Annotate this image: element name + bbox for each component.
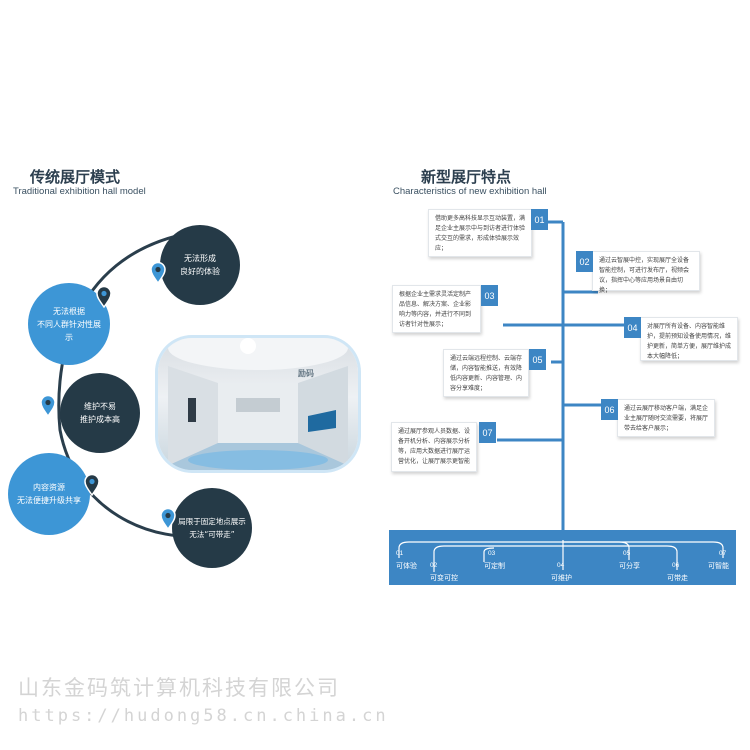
hall-screen-logo: 励码: [298, 369, 314, 378]
feature-card-05: 通过云端远程控制、云端存储，内容智能推送，有效降低内容更新、内容管理、内容分享难…: [443, 349, 529, 397]
timeline-num-03: 03: [488, 550, 496, 557]
pain-point-1: 无法形成 良好的体验: [160, 225, 240, 305]
pain-point-2-text: 无法根据 不同人群针对性展示: [37, 306, 101, 342]
location-pin-icon: [96, 286, 112, 308]
feature-06-text: 通过云展厅移动客户端，满足企业主展厅随时交流需要，将展厅带去给客户展示；: [624, 405, 709, 432]
left-subtitle: Traditional exhibition hall model: [13, 186, 146, 197]
pain-point-5-text: 局限于固定地点展示 无法“可带走”: [178, 517, 246, 539]
timeline-label-04: 可维护: [551, 574, 572, 582]
hall-illustration: [158, 338, 358, 470]
company-watermark: 山东金码筑计算机科技有限公司: [18, 676, 340, 700]
pain-point-4: 内容资源 无法便捷升级共享: [8, 453, 90, 535]
feature-badge-02: 02: [576, 251, 593, 272]
timeline-label-01: 可体验: [396, 562, 417, 570]
timeline-num-06: 06: [672, 562, 680, 569]
timeline-label-03: 可定制: [484, 562, 505, 570]
timeline-num-05: 05: [623, 550, 631, 557]
timeline-label-05: 可分享: [619, 562, 640, 570]
feature-03-text: 根据企业主需求灵活定制产品信息、解决方案、企业影响力等内容，并进行不同到访者针对…: [399, 291, 472, 328]
timeline-num-02: 02: [430, 562, 438, 569]
feature-07-text: 通过展厅参观人员数据、设备开机分析、内容展示分析等，应用大数据进行展厅运营优化，…: [398, 428, 471, 465]
feature-05-text: 通过云端远程控制、云端存储，内容智能推送，有效降低内容更新、内容管理、内容分享难…: [450, 355, 523, 392]
feature-04-text: 对展厅所有设备、内容智能维护，提前预知设备使用情况，维护更新，简单方便，展厅维护…: [647, 323, 732, 360]
feature-card-06: 通过云展厅移动客户端，满足企业主展厅随时交流需要，将展厅带去给客户展示；: [617, 399, 715, 437]
pain-point-3: 维护不易 推护成本高: [60, 373, 140, 453]
pain-point-3-text: 维护不易 推护成本高: [80, 402, 120, 424]
timeline-label-02: 可变可控: [430, 574, 458, 582]
pain-point-1-text: 无法形成 良好的体验: [180, 254, 220, 276]
feature-badge-01: 01: [531, 209, 548, 230]
feature-badge-07: 07: [479, 422, 496, 443]
timeline-num-07: 07: [719, 550, 727, 557]
pain-point-2: 无法根据 不同人群针对性展示: [28, 283, 110, 365]
feature-02-text: 通过云智展中控，实现展厅全设备智能控制，可进行发布厅，视频会议，指挥中心等应用场…: [599, 257, 690, 294]
feature-badge-05: 05: [529, 349, 546, 370]
timeline-label-07: 可智能: [708, 562, 729, 570]
pain-point-4-text: 内容资源 无法便捷升级共享: [17, 483, 81, 505]
feature-card-03: 根据企业主需求灵活定制产品信息、解决方案、企业影响力等内容，并进行不同到访者针对…: [392, 285, 481, 333]
location-pin-icon: [84, 474, 100, 496]
feature-card-02: 通过云智展中控，实现展厅全设备智能控制，可进行发布厅，视频会议，指挥中心等应用场…: [592, 251, 700, 294]
timeline-num-04: 04: [557, 562, 565, 569]
feature-01-text: 借助更多高科技显示互动装置，满足企业主展示中与到访者进行体验式交互的需求，形成体…: [435, 215, 526, 252]
timeline-branches: [398, 540, 724, 572]
feature-card-01: 借助更多高科技显示互动装置，满足企业主展示中与到访者进行体验式交互的需求，形成体…: [428, 209, 532, 257]
right-title: 新型展厅特点: [421, 168, 512, 186]
location-pin-icon: [40, 395, 56, 417]
feature-badge-04: 04: [624, 317, 641, 338]
timeline-label-06: 可带走: [667, 574, 688, 582]
timeline-num-01: 01: [396, 550, 404, 557]
feature-card-07: 通过展厅参观人员数据、设备开机分析、内容展示分析等，应用大数据进行展厅运营优化，…: [391, 422, 477, 472]
exhibition-hall-image: 励码: [158, 338, 358, 470]
feature-badge-03: 03: [481, 285, 498, 306]
location-pin-icon: [160, 508, 176, 530]
feature-badge-06: 06: [601, 399, 618, 420]
left-title: 传统展厅模式: [30, 168, 121, 186]
right-subtitle: Characteristics of new exhibition hall: [393, 186, 547, 197]
feature-card-04: 对展厅所有设备、内容智能维护，提前预知设备使用情况，维护更新，简单方便，展厅维护…: [640, 317, 738, 361]
location-pin-icon: [150, 262, 166, 284]
url-watermark: https://hudong58.cn.china.cn: [18, 706, 389, 726]
pain-point-5: 局限于固定地点展示 无法“可带走”: [172, 488, 252, 568]
